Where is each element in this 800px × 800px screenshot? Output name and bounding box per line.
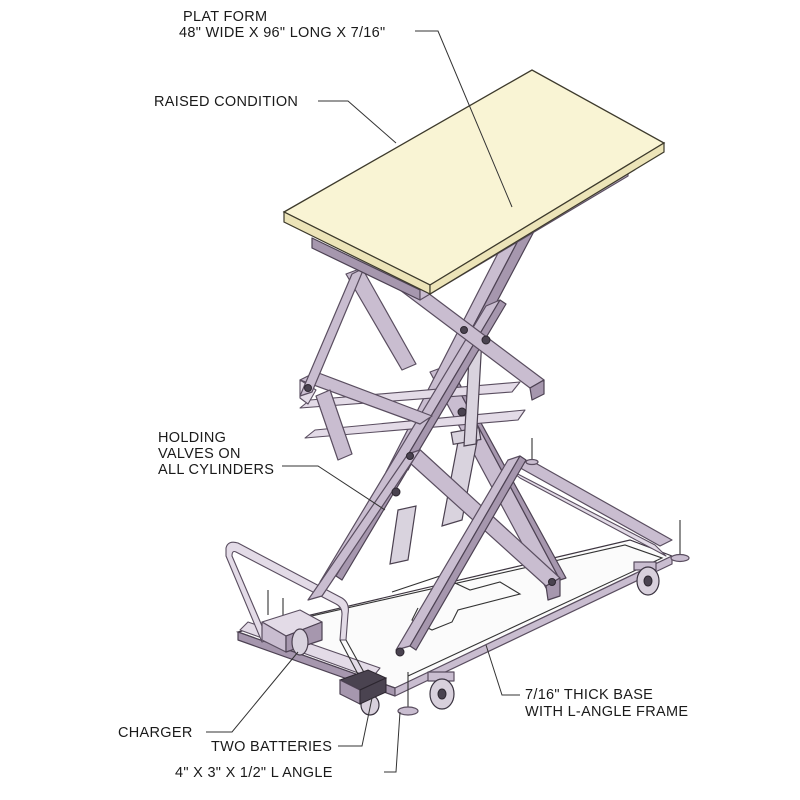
scissor-mechanism bbox=[299, 213, 567, 657]
label-holding-valves-2: VALVES ON bbox=[158, 446, 241, 462]
label-base-1: 7/16" THICK BASE bbox=[525, 687, 653, 703]
caster-wheels bbox=[360, 561, 660, 716]
label-holding-valves-1: HOLDING bbox=[158, 430, 226, 446]
leader-lines bbox=[206, 30, 520, 773]
push-handle bbox=[225, 541, 367, 679]
batteries bbox=[338, 669, 388, 705]
label-base-2: WITH L-ANGLE FRAME bbox=[525, 704, 688, 720]
leveling-feet bbox=[267, 438, 690, 716]
label-holding-valves-3: ALL CYLINDERS bbox=[158, 462, 274, 478]
platform-deck bbox=[282, 69, 666, 301]
label-batteries: TWO BATTERIES bbox=[211, 739, 332, 755]
callout-labels: PLAT FORM 48" WIDE X 96" LONG X 7/16" RA… bbox=[118, 9, 688, 781]
charger-unit bbox=[261, 609, 323, 656]
label-raised-condition: RAISED CONDITION bbox=[154, 94, 298, 110]
label-platform-size: 48" WIDE X 96" LONG X 7/16" bbox=[179, 25, 385, 41]
label-l-angle: 4" X 3" X 1/2" L ANGLE bbox=[175, 765, 333, 781]
label-charger: CHARGER bbox=[118, 725, 193, 741]
label-platform-title: PLAT FORM bbox=[183, 9, 267, 25]
